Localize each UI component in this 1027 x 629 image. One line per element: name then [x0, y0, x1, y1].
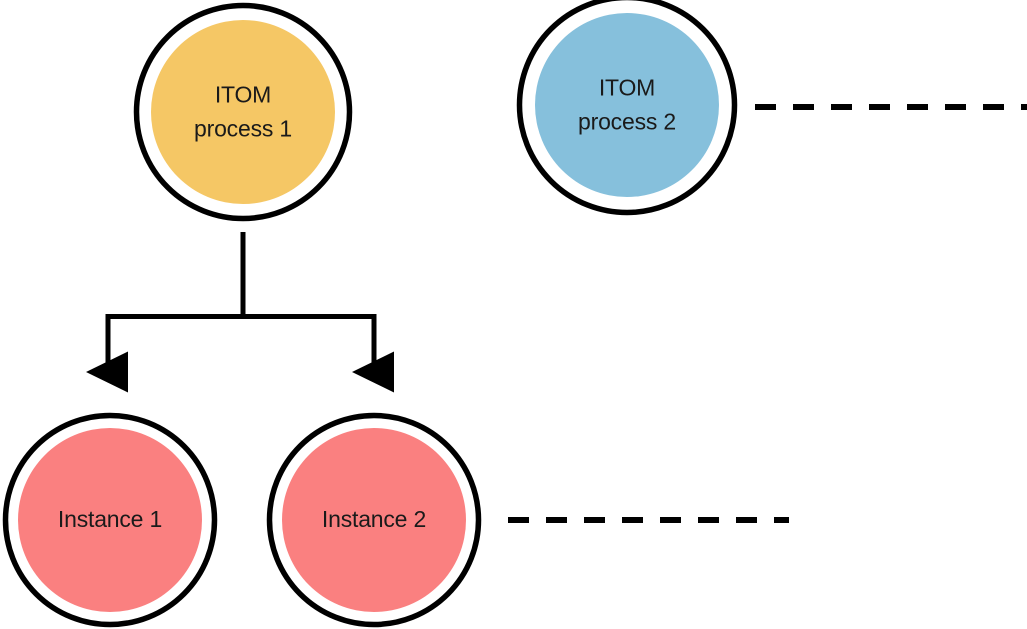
node-fill-circle — [535, 13, 719, 197]
node-itom-process-2[interactable] — [516, 0, 738, 216]
node-fill-circle — [282, 428, 466, 612]
node-outer-ring — [2, 412, 218, 628]
node-outer-ring — [133, 2, 353, 222]
node-itom-process-1[interactable] — [133, 2, 353, 222]
node-outer-ring — [266, 412, 482, 628]
node-fill-circle — [18, 428, 202, 612]
connector-group — [86, 104, 1027, 523]
node-instance-2[interactable] — [266, 412, 482, 628]
node-instance-1[interactable] — [2, 412, 218, 628]
node-outer-ring — [516, 0, 738, 216]
node-fill-circle — [151, 20, 335, 204]
